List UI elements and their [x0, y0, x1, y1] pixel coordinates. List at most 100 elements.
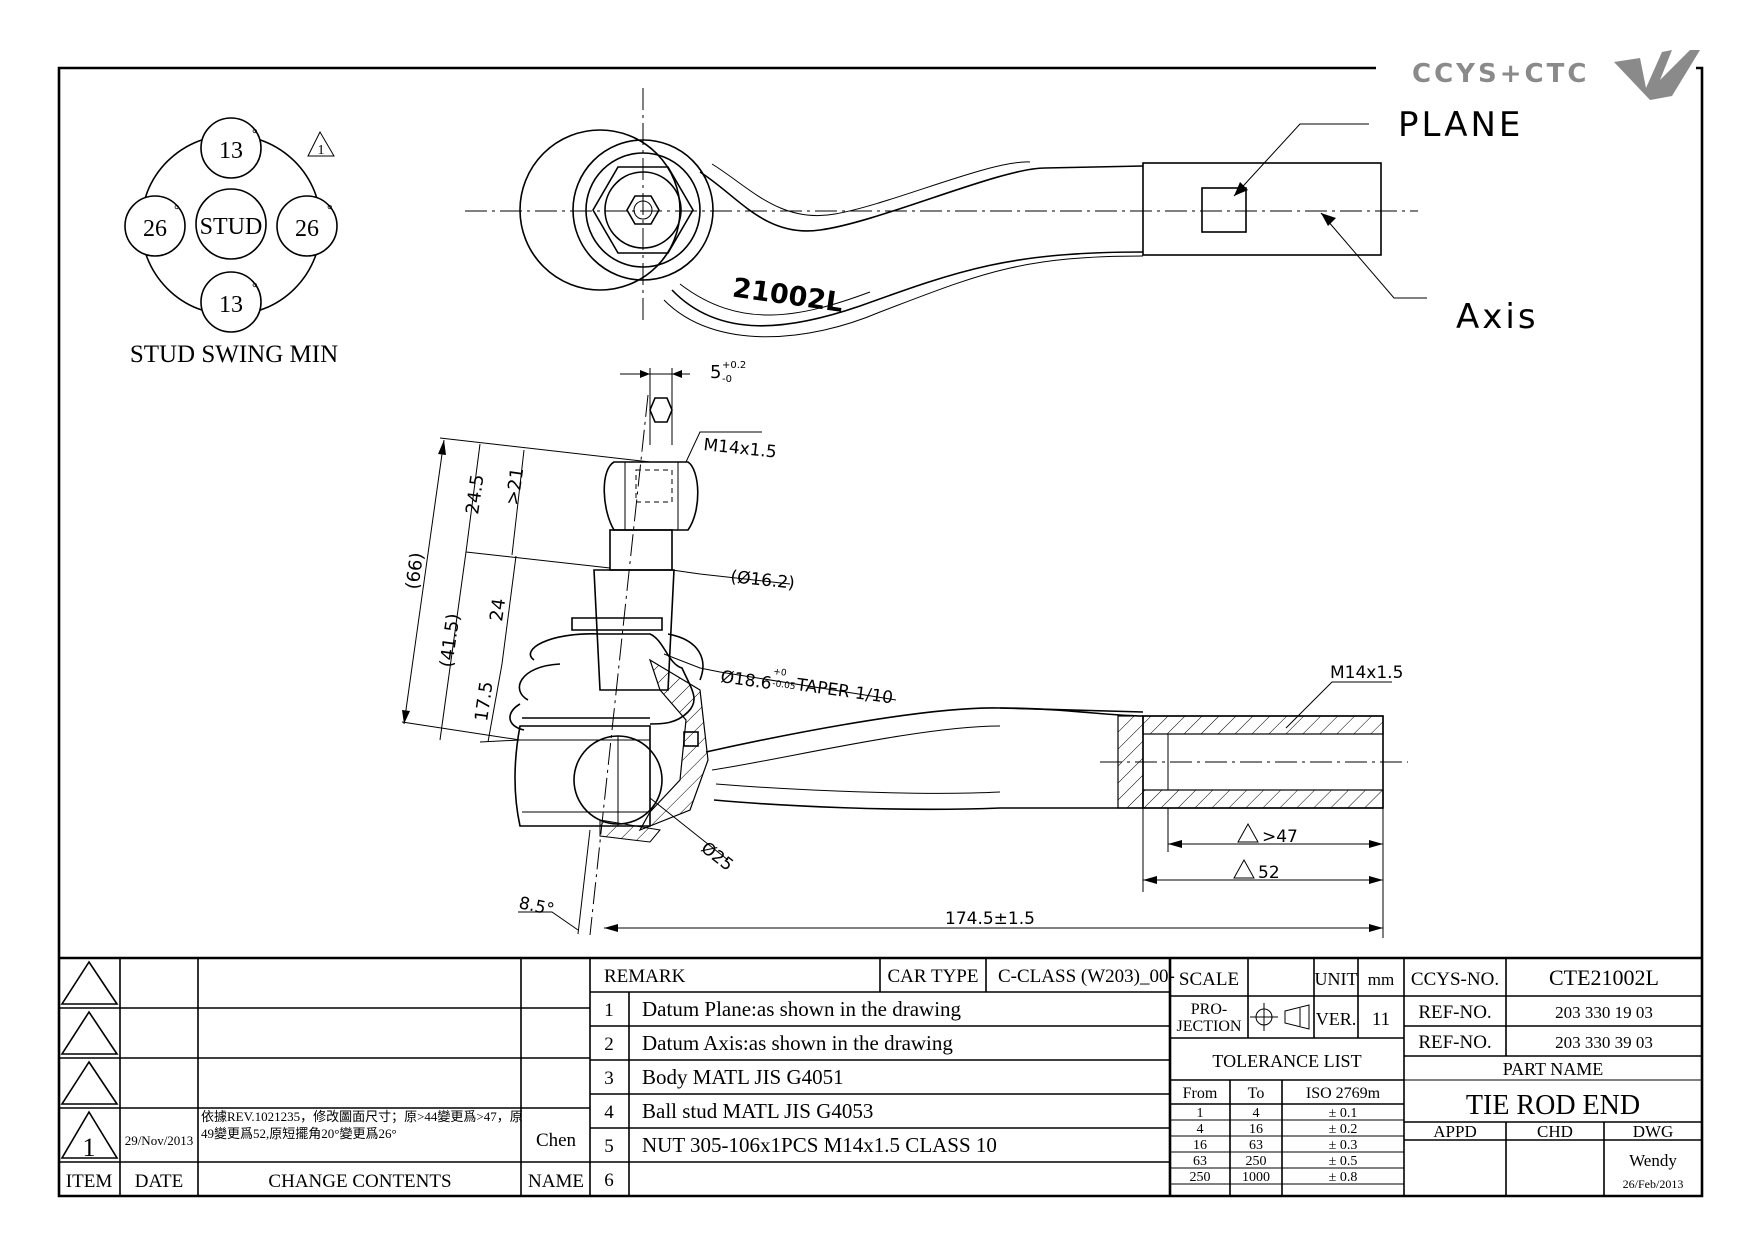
tolerance-to: 4	[1253, 1106, 1260, 1121]
swing-right-value: 26	[295, 216, 319, 242]
part-name-label: PART NAME	[1503, 1059, 1603, 1079]
remark-text: Datum Axis:as shown in the drawing	[642, 1031, 953, 1055]
projection-label: JECTION	[1177, 1018, 1242, 1035]
car-type-label: CAR TYPE	[888, 966, 979, 987]
dim-thread-tube: M14x1.5	[1330, 663, 1403, 683]
appd-label: APPD	[1433, 1122, 1476, 1141]
swing-top-circle	[200, 117, 262, 179]
dim-tolerance: +0	[773, 667, 788, 679]
remark-no: 4	[604, 1102, 614, 1123]
tolerance-to: 1000	[1242, 1170, 1270, 1185]
remark-text: NUT 305-106x1PCS M14x1.5 CLASS 10	[642, 1133, 997, 1157]
remark-no: 1	[604, 1000, 614, 1021]
dwg-name: Wendy	[1629, 1151, 1677, 1170]
dim-ball-dia: Ø25	[697, 838, 737, 875]
scale-label: SCALE	[1179, 969, 1239, 990]
dim-41-5: (41.5)	[436, 612, 464, 669]
dim-24: 24	[486, 597, 510, 623]
remark-no: 3	[604, 1068, 614, 1089]
dim-21: >21	[502, 466, 528, 507]
logo-text: CCYS+CTC	[1412, 59, 1589, 89]
car-type-value: C-CLASS (W203)_00-	[998, 966, 1175, 987]
remark-text: Datum Plane:as shown in the drawing	[642, 997, 962, 1021]
revision-name: Chen	[536, 1130, 577, 1151]
dim-tolerance: +0.2	[722, 360, 746, 371]
part-marking-text: 21002L	[731, 273, 845, 319]
swing-top-value: 13	[219, 138, 243, 164]
tolerance-to: 16	[1249, 1122, 1263, 1137]
swing-center-label: STUD	[200, 214, 263, 240]
scale-block: SCALE UNIT mm PRO- JECTION VER. 11	[1177, 969, 1395, 1035]
logo-emblem-icon	[1614, 50, 1700, 100]
tolerance-to: 63	[1249, 1138, 1263, 1153]
tolerance-from: 16	[1193, 1138, 1207, 1153]
title-block-grid	[59, 956, 1702, 1196]
dim-16-2: (Ø16.2)	[729, 567, 795, 594]
axis-label: Axis	[1456, 297, 1539, 337]
remark-text: Body MATL JIS G4051	[642, 1065, 844, 1089]
tolerance-value: ± 0.1	[1329, 1106, 1358, 1121]
dim-thread-stud: M14x1.5	[702, 435, 777, 463]
ref-no-label: REF-NO.	[1418, 1002, 1491, 1023]
projection-label: PRO-	[1191, 1001, 1227, 1018]
tolerance-value: ± 0.2	[1329, 1122, 1358, 1137]
tolerance-list: TOLERANCE LIST From To ISO 2769m 1 4 ± 0…	[1183, 1051, 1381, 1185]
tolerance-to: 250	[1246, 1154, 1267, 1169]
dimensions: 5 +0.2 -0 M14x1.5 (66) 24.5 >21 (41.5) 2…	[401, 360, 1403, 938]
degree-mark: °	[174, 203, 180, 218]
front-view	[509, 368, 1408, 936]
dim-17-5: 17.5	[471, 680, 497, 723]
header-name: NAME	[528, 1171, 584, 1192]
part-info-block: CCYS-NO. CTE21002L REF-NO. 203 330 19 03…	[1411, 965, 1683, 1191]
tolerance-value: ± 0.5	[1329, 1154, 1358, 1169]
swing-left-value: 26	[143, 216, 167, 242]
stud-swing-caption: STUD SWING MIN	[130, 341, 338, 368]
remark-no: 2	[604, 1034, 614, 1055]
tolerance-from: 1	[1197, 1106, 1204, 1121]
dim-taper-text: TAPER 1/10	[794, 675, 894, 708]
dim-66: (66)	[402, 551, 428, 591]
dim-angle: 8.5°	[517, 893, 556, 920]
header-item: ITEM	[66, 1171, 113, 1192]
company-logo: CCYS+CTC	[1412, 50, 1700, 100]
ref-no-label: REF-NO.	[1418, 1032, 1491, 1053]
swing-bottom-value: 13	[219, 292, 243, 318]
svg-text:1: 1	[318, 143, 325, 158]
remark-no: 6	[604, 1170, 614, 1191]
tolerance-from: 63	[1193, 1154, 1207, 1169]
tolerance-from: 4	[1197, 1122, 1204, 1137]
tolerance-header-to: To	[1248, 1085, 1265, 1102]
dim-overall-length: 174.5±1.5	[945, 909, 1035, 929]
remark-no: 5	[604, 1136, 614, 1157]
part-name-value: TIE ROD END	[1466, 1090, 1640, 1121]
tolerance-from: 250	[1190, 1170, 1211, 1185]
dim-tolerance: -0.05	[772, 679, 796, 692]
ver-label: VER.	[1316, 1009, 1357, 1029]
dim-tube-length: 52	[1258, 863, 1280, 883]
header-date: DATE	[135, 1171, 184, 1192]
remark-table: REMARK CAR TYPE C-CLASS (W203)_00- 1 Dat…	[604, 966, 1175, 1191]
revision-triangle-icon: 1	[307, 130, 335, 158]
ccys-no-label: CCYS-NO.	[1411, 969, 1499, 990]
dim-thread-depth: >47	[1262, 827, 1298, 847]
tolerance-title: TOLERANCE LIST	[1212, 1051, 1361, 1071]
dwg-label: DWG	[1633, 1122, 1674, 1141]
revision-item: 1	[83, 1133, 96, 1162]
dim-hex-width: 5	[710, 362, 721, 383]
remark-header: REMARK	[604, 966, 686, 987]
swing-right-circle	[276, 195, 338, 257]
swing-stud-circle	[195, 188, 267, 260]
sheet-border	[57, 66, 1704, 1198]
tolerance-header-std: ISO 2769m	[1306, 1085, 1381, 1102]
unit-value: mm	[1368, 970, 1394, 989]
degree-mark: °	[327, 203, 333, 218]
plane-label: PLANE	[1398, 105, 1523, 145]
degree-mark: °	[252, 127, 258, 142]
ref-no-value: 203 330 19 03	[1555, 1003, 1653, 1022]
top-view: 21002L PLANE Axis	[465, 88, 1539, 338]
ver-value: 11	[1372, 1009, 1390, 1030]
tolerance-value: ± 0.8	[1329, 1170, 1358, 1185]
tolerance-header-from: From	[1183, 1085, 1218, 1102]
unit-label: UNIT	[1315, 969, 1358, 989]
revision-content-line1: 依據REV.1021235，修改圖面尺寸；原>44變更爲>47，原	[201, 1109, 523, 1125]
